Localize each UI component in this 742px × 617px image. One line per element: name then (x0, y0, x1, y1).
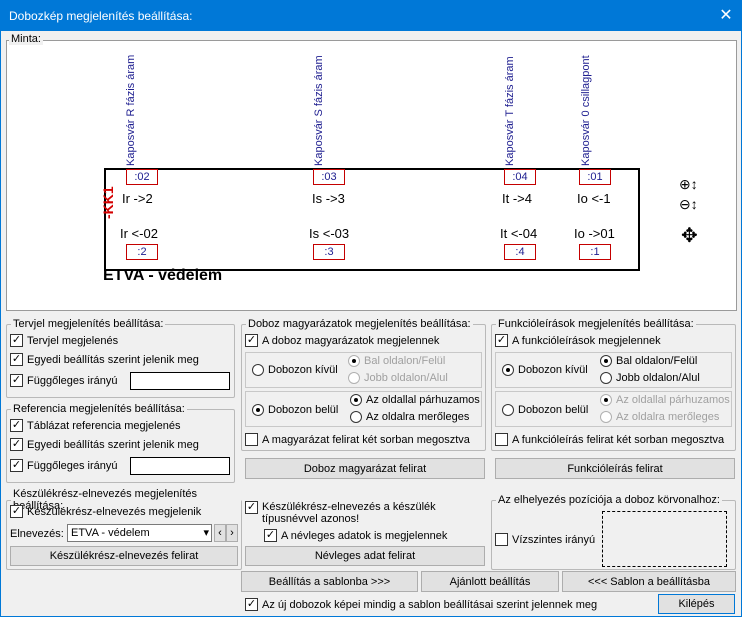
device-reference: -KK1 (100, 186, 116, 219)
doboz-outside-frame (245, 352, 482, 388)
exit-button[interactable]: Kilépés (658, 594, 735, 614)
top-pin-2: :03 (313, 169, 345, 185)
funkcio-inside-frame (495, 391, 732, 427)
funkcio-outside-option-2[interactable]: Jobb oldalon/Alul (600, 372, 700, 384)
title-bar: Dobozkép megjelenítés beállítása: ✕ (1, 1, 741, 31)
type-same-checkbox[interactable]: ✓Készülékrész-elnevezés a készülék típus… (245, 501, 436, 525)
tervjel-line-preview[interactable] (130, 372, 230, 390)
zoom-out-icon[interactable]: ⊖↕ (679, 196, 698, 212)
horizontal-checkbox[interactable]: Vízszintes irányú (495, 533, 595, 546)
prev-name-button[interactable]: ‹ (214, 524, 226, 542)
name-select-value: ETVA - védelem (71, 527, 150, 539)
column-2-label: Kaposvár S fázis áram (313, 55, 325, 166)
keszulek-show-checkbox[interactable]: ✓Készülékrész-elnevezés megjelenik (10, 505, 202, 518)
always-template-checkbox[interactable]: ✓Az új dobozok képei mindig a sablon beá… (245, 598, 598, 611)
from-template-button[interactable]: <<< Sablon a beállításba (562, 571, 736, 592)
funkcio-show-checkbox[interactable]: ✓A funkcióleírások megjelennek (495, 334, 661, 347)
signal-top-1: Ir ->2 (122, 191, 153, 206)
doboz-outside-radio[interactable]: Dobozon kívül (252, 364, 338, 376)
funkcio-caption-button[interactable]: Funkcióleírás felirat (495, 458, 735, 479)
position-group: Az elhelyezés pozíciója a doboz körvonal… (491, 494, 736, 570)
doboz-outside-option-2[interactable]: Jobb oldalon/Alul (348, 372, 448, 384)
top-pin-4: :01 (579, 169, 611, 185)
funkcio-outside-frame (495, 352, 732, 388)
nominal-caption-button[interactable]: Névleges adat felirat (245, 546, 485, 566)
position-grid[interactable] (602, 511, 727, 567)
device-box (104, 168, 640, 271)
referencia-legend: Referencia megjelenítés beállítása: (13, 403, 185, 415)
doboz-outside-option-1[interactable]: Bal oldalon/Felül (348, 355, 445, 367)
bottom-pin-1: :2 (126, 244, 158, 260)
signal-bottom-4: Io ->01 (574, 226, 615, 241)
tervjel-vertical-checkbox[interactable]: ✓Függőleges irányú (10, 374, 118, 387)
keszulek-group: Készülékrész-elnevezés megjelenítés beál… (6, 488, 242, 570)
funkcio-tworows-checkbox[interactable]: A funkcióleírás felirat két sorban megos… (495, 433, 724, 446)
tervjel-show-checkbox[interactable]: ✓Tervjel megjelenés (10, 334, 119, 347)
chevron-down-icon[interactable]: ▾ (203, 527, 209, 539)
keszulek-caption-button[interactable]: Készülékrész-elnevezés felirat (10, 546, 238, 566)
signal-bottom-2: Is <-03 (309, 226, 350, 241)
referencia-line-preview[interactable] (130, 457, 230, 475)
move-icon[interactable]: ✥ (681, 225, 698, 247)
bottom-pin-2: :3 (313, 244, 345, 260)
funkcio-inside-radio[interactable]: Dobozon belül (502, 404, 588, 416)
name-label: Elnevezés: (10, 528, 64, 540)
funkcio-inside-option-2[interactable]: Az oldalra merőleges (600, 411, 719, 423)
funkcio-outside-radio[interactable]: Dobozon kívül (502, 364, 588, 376)
doboz-legend: Doboz magyarázatok megjelenítés beállítá… (248, 318, 471, 330)
doboz-inside-radio[interactable]: Dobozon belül (252, 404, 338, 416)
funkcio-group: Funkcióleírások megjelenítés beállítása: (491, 318, 736, 451)
funkcio-outside-option-1[interactable]: Bal oldalon/Felül (600, 355, 697, 367)
referencia-table-checkbox[interactable]: ✓Táblázat referencia megjelenés (10, 419, 181, 432)
zoom-icon[interactable]: ⊕↕ (679, 176, 698, 192)
recommended-button[interactable]: Ajánlott beállítás (421, 571, 559, 592)
doboz-inside-option-1[interactable]: Az oldallal párhuzamos (350, 394, 480, 406)
doboz-show-checkbox[interactable]: ✓A doboz magyarázatok megjelennek (245, 334, 440, 347)
signal-top-4: Io <-1 (577, 191, 611, 206)
bottom-pin-4: :1 (579, 244, 611, 260)
top-pin-1: :02 (126, 169, 158, 185)
column-1-label: Kaposvár R fázis áram (125, 54, 137, 166)
doboz-inside-option-2[interactable]: Az oldalra merőleges (350, 411, 469, 423)
funkcio-legend: Funkcióleírások megjelenítés beállítása: (498, 318, 694, 330)
funkcio-inside-option-1[interactable]: Az oldallal párhuzamos (600, 394, 730, 406)
next-name-button[interactable]: › (226, 524, 238, 542)
device-name: ETVA - védelem (103, 267, 223, 284)
doboz-tworows-checkbox[interactable]: A magyarázat felirat két sorban megosztv… (245, 433, 470, 446)
keszulek-legend: Készülékrész-elnevezés megjelenítés beál… (13, 488, 198, 512)
referencia-vertical-checkbox[interactable]: ✓Függőleges irányú (10, 459, 118, 472)
close-icon[interactable]: ✕ (719, 7, 733, 24)
tervjel-legend: Tervjel megjelenítés beállítása: (13, 318, 164, 330)
bottom-pin-3: :4 (504, 244, 536, 260)
preview-label: Minta: (9, 33, 43, 45)
to-template-button[interactable]: Beállítás a sablonba >>> (241, 571, 418, 592)
signal-top-3: It ->4 (502, 191, 532, 206)
tervjel-group: Tervjel megjelenítés beállítása: (6, 318, 235, 398)
nominal-checkbox[interactable]: ✓A névleges adatok is megjelennek (264, 529, 448, 542)
column-4-label: Kaposvár 0 csillagpont (580, 55, 592, 166)
doboz-group: Doboz magyarázatok megjelenítés beállítá… (241, 318, 486, 451)
signal-bottom-3: It <-04 (500, 226, 538, 241)
referencia-group: Referencia megjelenítés beállítása: (6, 403, 235, 483)
preview-panel: Kaposvár R fázis áram Kaposvár S fázis á… (6, 40, 737, 311)
signal-bottom-1: Ir <-02 (120, 226, 158, 241)
window-title: Dobozkép megjelenítés beállítása: (9, 9, 193, 23)
doboz-caption-button[interactable]: Doboz magyarázat felirat (245, 458, 485, 479)
name-select[interactable]: ETVA - védelem ▾ (67, 524, 212, 542)
tervjel-individual-checkbox[interactable]: ✓Egyedi beállítás szerint jelenik meg (10, 353, 199, 366)
signal-top-2: Is ->3 (312, 191, 345, 206)
doboz-inside-frame (245, 391, 482, 427)
referencia-individual-checkbox[interactable]: ✓Egyedi beállítás szerint jelenik meg (10, 438, 199, 451)
column-3-label: Kaposvár T fázis áram (504, 56, 516, 166)
position-legend: Az elhelyezés pozíciója a doboz körvonal… (498, 494, 720, 506)
top-pin-3: :04 (504, 169, 536, 185)
